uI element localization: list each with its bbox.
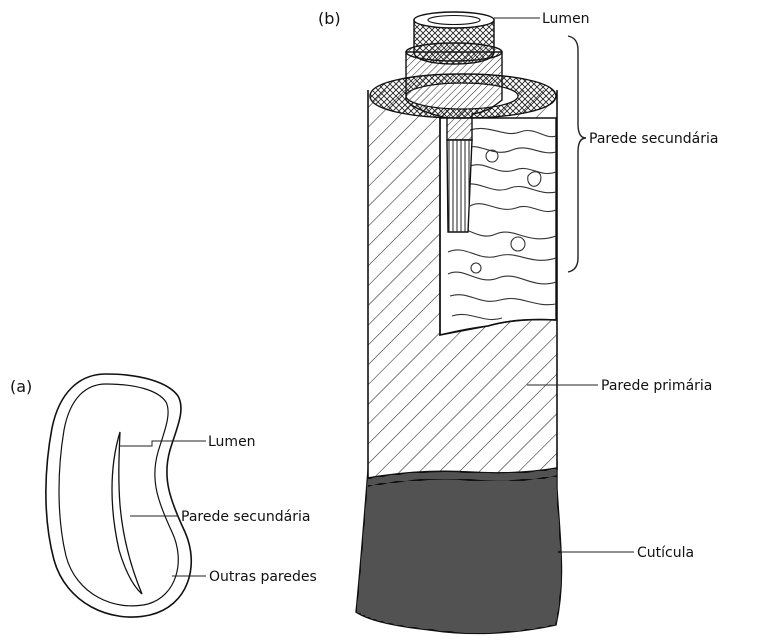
primary-wall-label: Parede primária xyxy=(601,378,712,394)
panel-b-fiber-model: (b) xyxy=(318,9,718,633)
lumen-slit xyxy=(112,432,142,594)
panel-a-tag: (a) xyxy=(10,377,32,396)
lumen-leader-line-a xyxy=(120,441,206,446)
lumen-label-a: Lumen xyxy=(208,434,256,450)
lumen-label-b: Lumen xyxy=(542,11,590,27)
secondary-wall-brace xyxy=(568,36,586,272)
cuticle-label: Cutícula xyxy=(637,545,694,561)
panel-b-tag: (b) xyxy=(318,9,341,28)
cuticle-layer xyxy=(356,462,562,633)
panel-a-cross-section: (a) Lumen Parede secundária Outras pared… xyxy=(10,374,317,617)
lumen-opening xyxy=(428,16,480,25)
other-walls-label-a: Outras paredes xyxy=(209,569,317,585)
secondary-wall-label-a: Parede secundária xyxy=(181,509,310,525)
secondary-wall-label-b: Parede secundária xyxy=(589,131,718,147)
